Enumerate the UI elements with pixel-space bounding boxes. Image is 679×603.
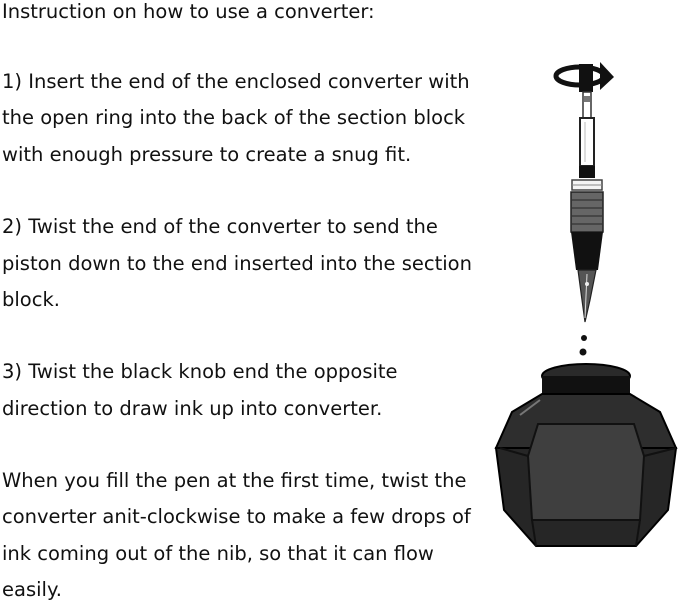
step-1-line-3: with enough pressure to create a snug fi… [2, 143, 412, 166]
note-line-1: When you fill the pen at the first time,… [2, 469, 467, 492]
note-line-2: converter anit-clockwise to make a few d… [2, 505, 471, 528]
fountain-pen-icon [570, 91, 604, 323]
ink-drop-icon [579, 335, 587, 356]
note-line-3: ink coming out of the nib, so that it ca… [2, 542, 434, 565]
step-1-line-2: the open ring into the back of the secti… [2, 106, 466, 129]
note-line-4: easily. [2, 578, 62, 601]
step-2-line-3: block. [2, 288, 60, 311]
step-2-line-1: 2) Twist the end of the converter to sen… [2, 215, 438, 238]
step-3-line-1: 3) Twist the black knob end the opposite [2, 360, 398, 383]
rotate-arrow-icon [553, 62, 614, 92]
ink-bottle-icon [494, 363, 678, 547]
pen-fill-illustration [494, 62, 678, 547]
instruction-title: Instruction on how to use a converter: [2, 0, 375, 23]
step-3-line-2: direction to draw ink up into converter. [2, 397, 383, 420]
step-2-line-2: piston down to the end inserted into the… [2, 252, 472, 275]
step-1-line-1: 1) Insert the end of the enclosed conver… [2, 70, 470, 93]
